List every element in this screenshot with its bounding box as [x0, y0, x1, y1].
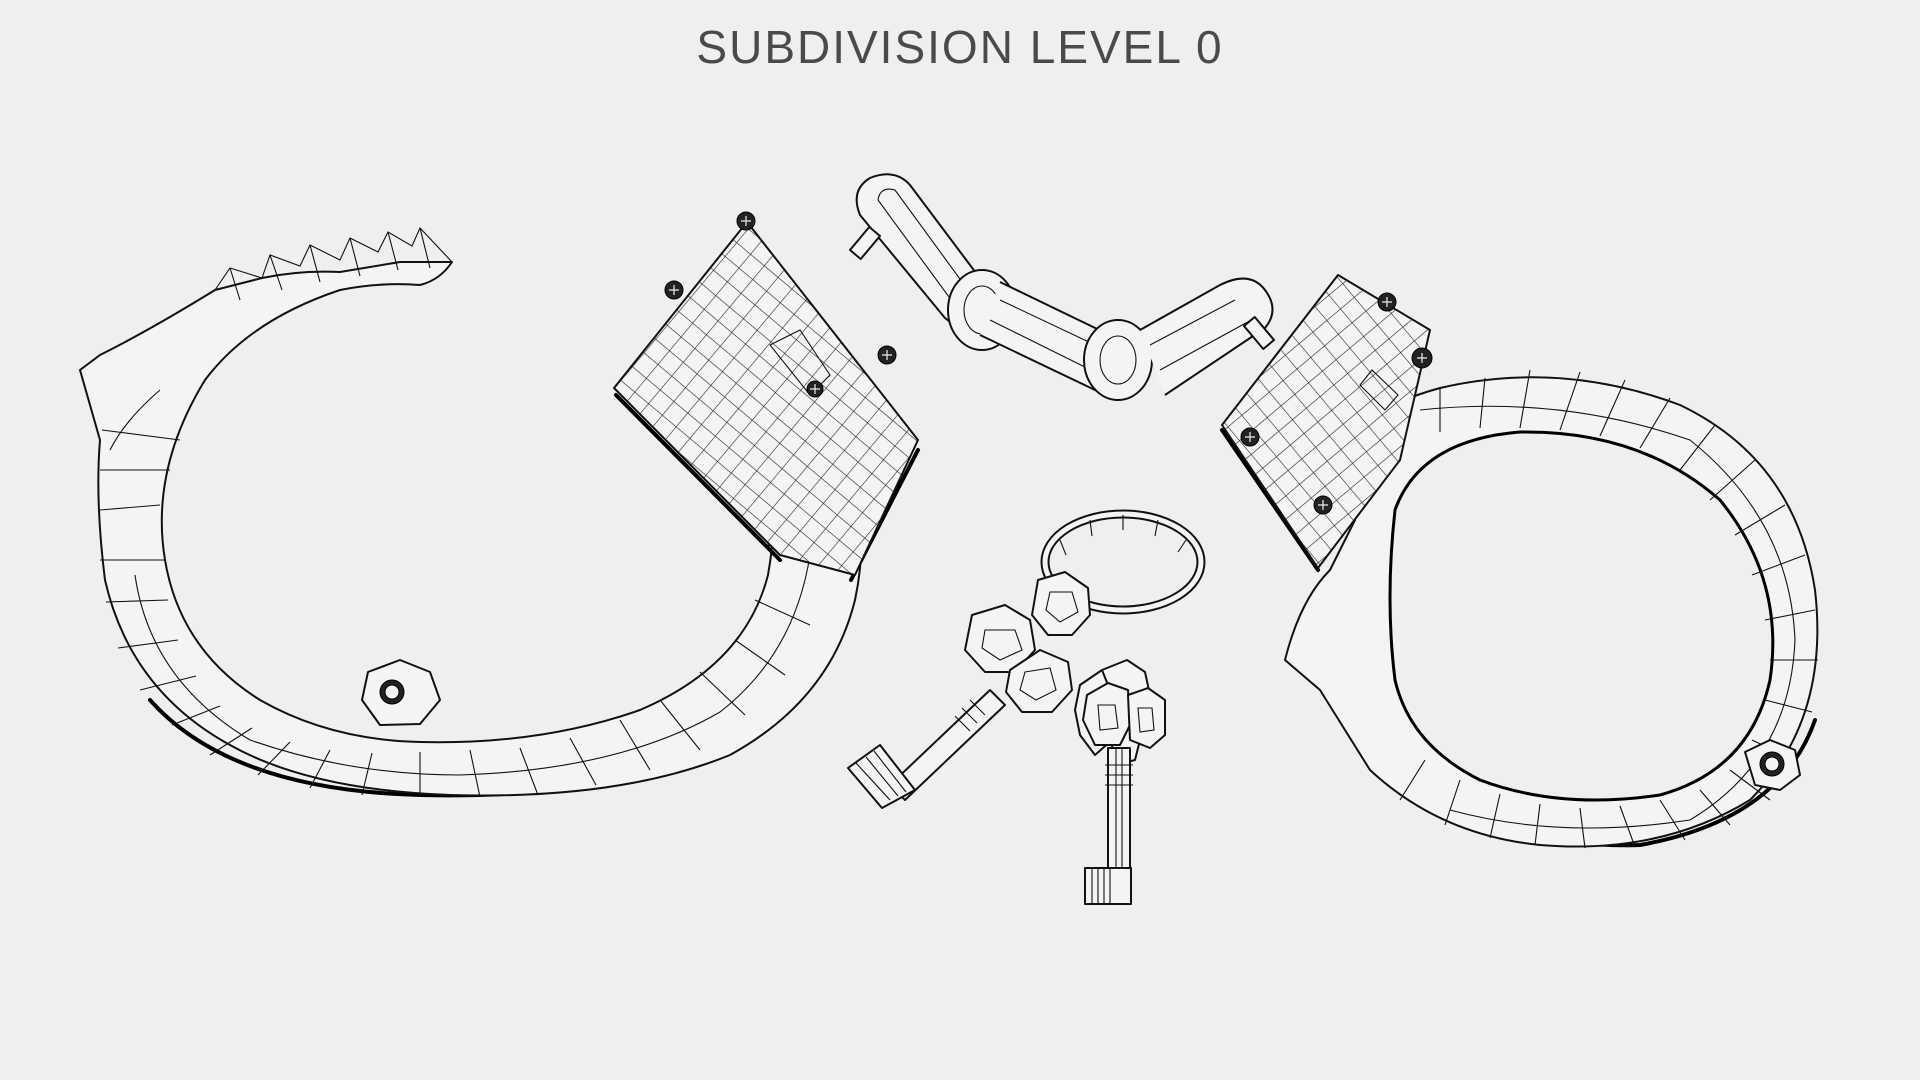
chain [848, 173, 1276, 401]
key-ring [1040, 509, 1206, 615]
screw-icon [1240, 292, 1433, 515]
right-cuff-hinge [1744, 739, 1801, 791]
right-cuff-mesh [1399, 369, 1818, 849]
left-lock-box [613, 211, 920, 582]
key-left [847, 571, 1091, 809]
left-cuff [79, 211, 920, 798]
right-lock-box [1220, 274, 1433, 572]
left-cuff-mesh [99, 227, 851, 798]
right-cuff [1220, 274, 1819, 849]
key-right [1074, 659, 1166, 905]
render-title: SUBDIVISION LEVEL 0 [696, 21, 1224, 73]
left-cuff-hinge [361, 659, 441, 726]
screw-icon [664, 211, 897, 398]
